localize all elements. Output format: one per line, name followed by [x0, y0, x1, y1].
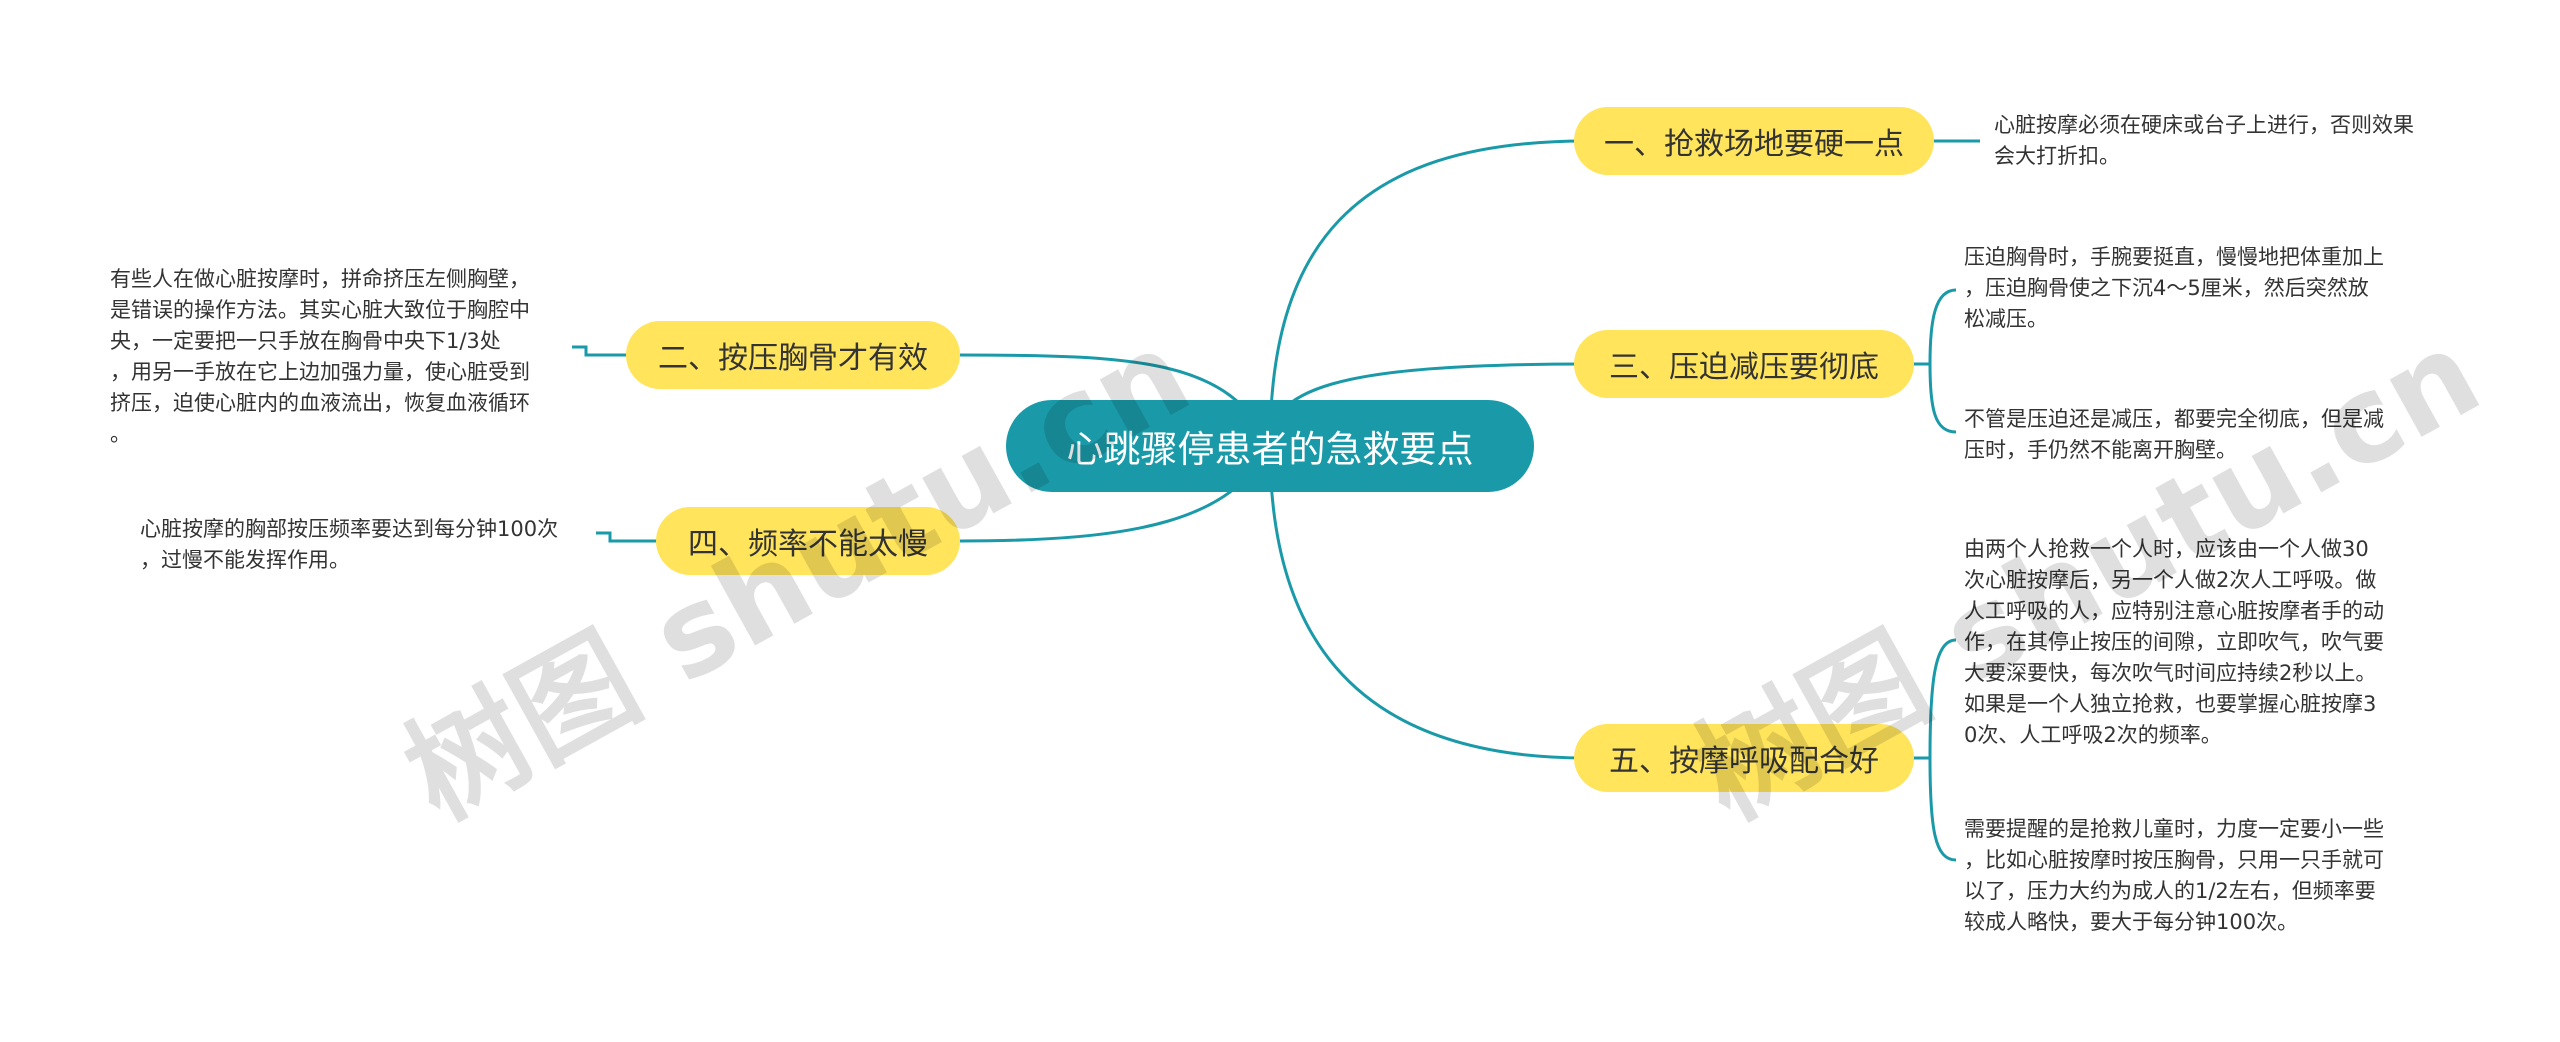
branch-1-node[interactable]: 一、抢救场地要硬一点	[1574, 107, 1934, 175]
branch-1-note: 心脏按摩必须在硬床或台子上进行，否则效果 会大打折扣。	[1994, 113, 2414, 168]
branch-5-note-1: 由两个人抢救一个人时，应该由一个人做30 次心脏按摩后，另一个人做2次人工呼吸。…	[1964, 537, 2384, 747]
branch-3-note-1: 压迫胸骨时，手腕要挺直，慢慢地把体重加上 ，压迫胸骨使之下沉4～5厘米，然后突然…	[1964, 245, 2384, 331]
branch-3-node[interactable]: 三、压迫减压要彻底	[1574, 330, 1914, 398]
link-root-branch5	[1268, 445, 1587, 760]
link-branch4-note	[596, 531, 658, 543]
link-root-branch1	[1268, 139, 1587, 447]
branch-2-note: 有些人在做心脏按摩时，拼命挤压左侧胸壁， 是错误的操作方法。其实心脏大致位于胸腔…	[110, 267, 530, 446]
branch-2-node[interactable]: 二、按压胸骨才有效	[626, 321, 960, 389]
link-branch5-note1	[1928, 638, 1957, 759]
link-branch3-note1	[1928, 288, 1957, 365]
branch-3-note-2: 不管是压迫还是减压，都要完全彻底，但是减 压时，手仍然不能离开胸壁。	[1964, 407, 2384, 462]
link-branch2-note	[572, 345, 628, 357]
branch-4-node[interactable]: 四、频率不能太慢	[656, 507, 960, 575]
branch-4-note: 心脏按摩的胸部按压频率要达到每分钟100次 ，过慢不能发挥作用。	[140, 517, 559, 572]
branch-5-note-2: 需要提醒的是抢救儿童时，力度一定要小一些 ，比如心脏按摩时按压胸骨，只用一只手就…	[1964, 817, 2384, 934]
branch-5-node[interactable]: 五、按摩呼吸配合好	[1574, 724, 1914, 792]
link-branch5-note2	[1928, 757, 1957, 862]
link-branch3-note2	[1928, 363, 1957, 434]
central-topic[interactable]: 心跳骤停患者的急救要点	[1006, 400, 1534, 492]
